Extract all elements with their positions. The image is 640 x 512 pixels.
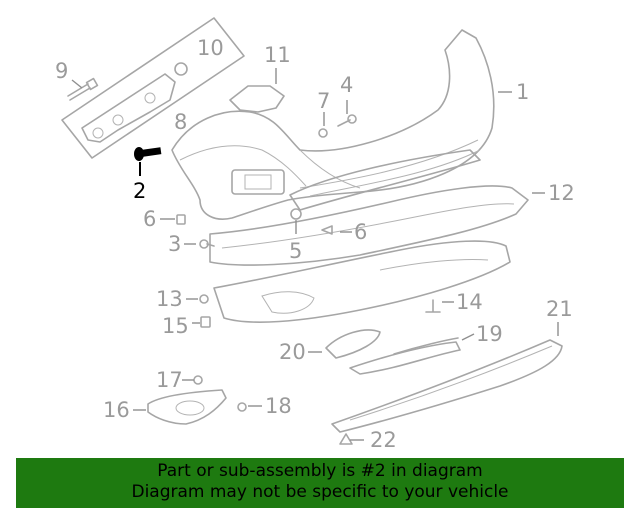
clip-6a — [176, 214, 186, 225]
info-banner: Part or sub-assembly is #2 in diagram Di… — [16, 458, 624, 508]
clip-22 — [339, 433, 353, 445]
callout-21: 21 — [546, 297, 573, 321]
nut-18 — [237, 402, 247, 412]
energy-absorber-12 — [209, 185, 529, 266]
clip-6b — [321, 225, 333, 235]
screw-3 — [199, 239, 215, 249]
banner-line-2: Diagram may not be specific to your vehi… — [131, 482, 509, 502]
callout-17: 17 — [156, 368, 183, 392]
callout-6b: 6 — [354, 220, 367, 244]
callout-9: 9 — [55, 59, 68, 83]
clip-5 — [290, 208, 302, 220]
callout-3: 3 — [168, 232, 181, 256]
callout-7: 7 — [317, 89, 330, 113]
callout-22: 22 — [370, 428, 397, 452]
bolt-2-highlighted — [134, 147, 162, 161]
callout-20: 20 — [279, 340, 306, 364]
callout-16: 16 — [103, 398, 130, 422]
callout-5: 5 — [289, 239, 302, 263]
leader-lines — [71, 68, 559, 441]
callout-11: 11 — [264, 43, 291, 67]
callout-14: 14 — [456, 290, 483, 314]
callout-8: 8 — [174, 110, 187, 134]
banner-line-1: Part or sub-assembly is #2 in diagram — [157, 461, 483, 481]
callout-18: 18 — [265, 394, 292, 418]
lamp-bracket-16 — [147, 389, 227, 425]
bolt-9 — [67, 77, 99, 101]
callout-1: 1 — [516, 80, 529, 104]
callout-4: 4 — [340, 73, 353, 97]
callout-10: 10 — [197, 36, 224, 60]
skid-plate-21 — [331, 339, 563, 433]
screw-17 — [193, 375, 203, 385]
bracket-11 — [229, 85, 285, 113]
callout-6a: 6 — [143, 207, 156, 231]
callout-2: 2 — [133, 179, 146, 203]
callout-15: 15 — [162, 314, 189, 338]
washer-7 — [318, 128, 328, 138]
diffuser-piece — [289, 149, 481, 211]
bumper-cover-1 — [171, 29, 495, 220]
trim-19 — [349, 337, 461, 375]
callout-13: 13 — [156, 287, 183, 311]
callout-19: 19 — [476, 322, 503, 346]
reflector-20 — [325, 329, 381, 359]
bracket-panel-8 — [61, 17, 245, 159]
lower-valance — [213, 240, 511, 323]
callout-12: 12 — [548, 181, 575, 205]
pushpin-14 — [425, 299, 441, 313]
screw-13 — [199, 294, 209, 304]
clip-15 — [200, 316, 211, 328]
fastener-4 — [337, 114, 357, 127]
